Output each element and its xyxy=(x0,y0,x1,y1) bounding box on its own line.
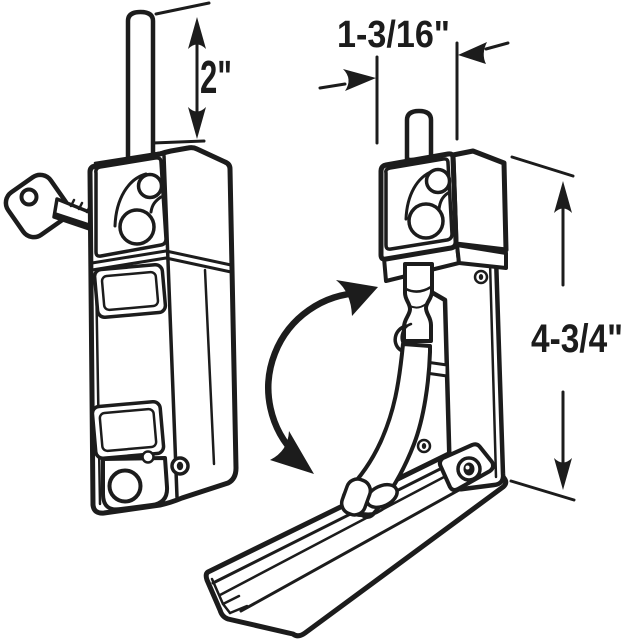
arrowhead-down xyxy=(554,458,572,490)
key-head xyxy=(3,172,71,240)
stem xyxy=(404,108,434,163)
lock-closed-view xyxy=(87,9,239,516)
head-side-face xyxy=(450,148,509,253)
large-cylinder-circle xyxy=(118,208,156,246)
tick xyxy=(510,155,575,178)
stem xyxy=(125,9,156,171)
upper-recess xyxy=(92,262,168,320)
dimension-body-height: 4-3/4" xyxy=(509,155,623,502)
dimension-label-body-height: 4-3/4" xyxy=(531,317,623,361)
lock-open-view xyxy=(203,108,509,639)
bracket-screw xyxy=(141,450,155,464)
lock-body-details xyxy=(90,146,233,506)
arrowhead-up xyxy=(554,181,572,213)
rotation-arrowhead-bottom xyxy=(270,431,314,474)
back-plate-edge xyxy=(488,260,498,479)
arrowhead-up xyxy=(188,17,206,49)
dimension-rod-height: 2" xyxy=(151,1,232,145)
bracket-hole xyxy=(107,468,143,504)
lever-clamp xyxy=(339,477,399,518)
tick xyxy=(151,139,206,145)
large-cylinder-circle xyxy=(407,202,445,240)
rotation-arrowhead-top xyxy=(336,280,378,316)
small-cylinder-circle xyxy=(136,172,164,200)
tick xyxy=(154,1,211,16)
small-cylinder-circle xyxy=(424,167,452,195)
tick xyxy=(509,479,576,502)
pivot-bracket xyxy=(437,442,496,493)
stem-base xyxy=(405,156,433,163)
side-screw-slot xyxy=(176,461,184,471)
bottom-bracket xyxy=(101,450,190,512)
dimension-label-rod-height: 2" xyxy=(200,51,232,103)
cylinder-boss xyxy=(113,172,164,246)
arrowhead-left xyxy=(458,42,487,64)
key-hole xyxy=(19,187,39,207)
arrowhead-down xyxy=(188,107,206,139)
lock-shaft xyxy=(402,262,434,343)
rotation-arrow-icon xyxy=(265,280,378,474)
cylinder-boss xyxy=(404,167,452,240)
dimension-body-width: 1-3/16" xyxy=(318,14,510,145)
arrowhead-right xyxy=(343,69,376,91)
flip-bar-details xyxy=(210,454,479,615)
shaft-details xyxy=(404,285,433,309)
clamp-cap xyxy=(339,477,373,517)
lower-recess xyxy=(90,399,166,461)
dimension-label-body-width: 1-3/16" xyxy=(337,14,450,56)
